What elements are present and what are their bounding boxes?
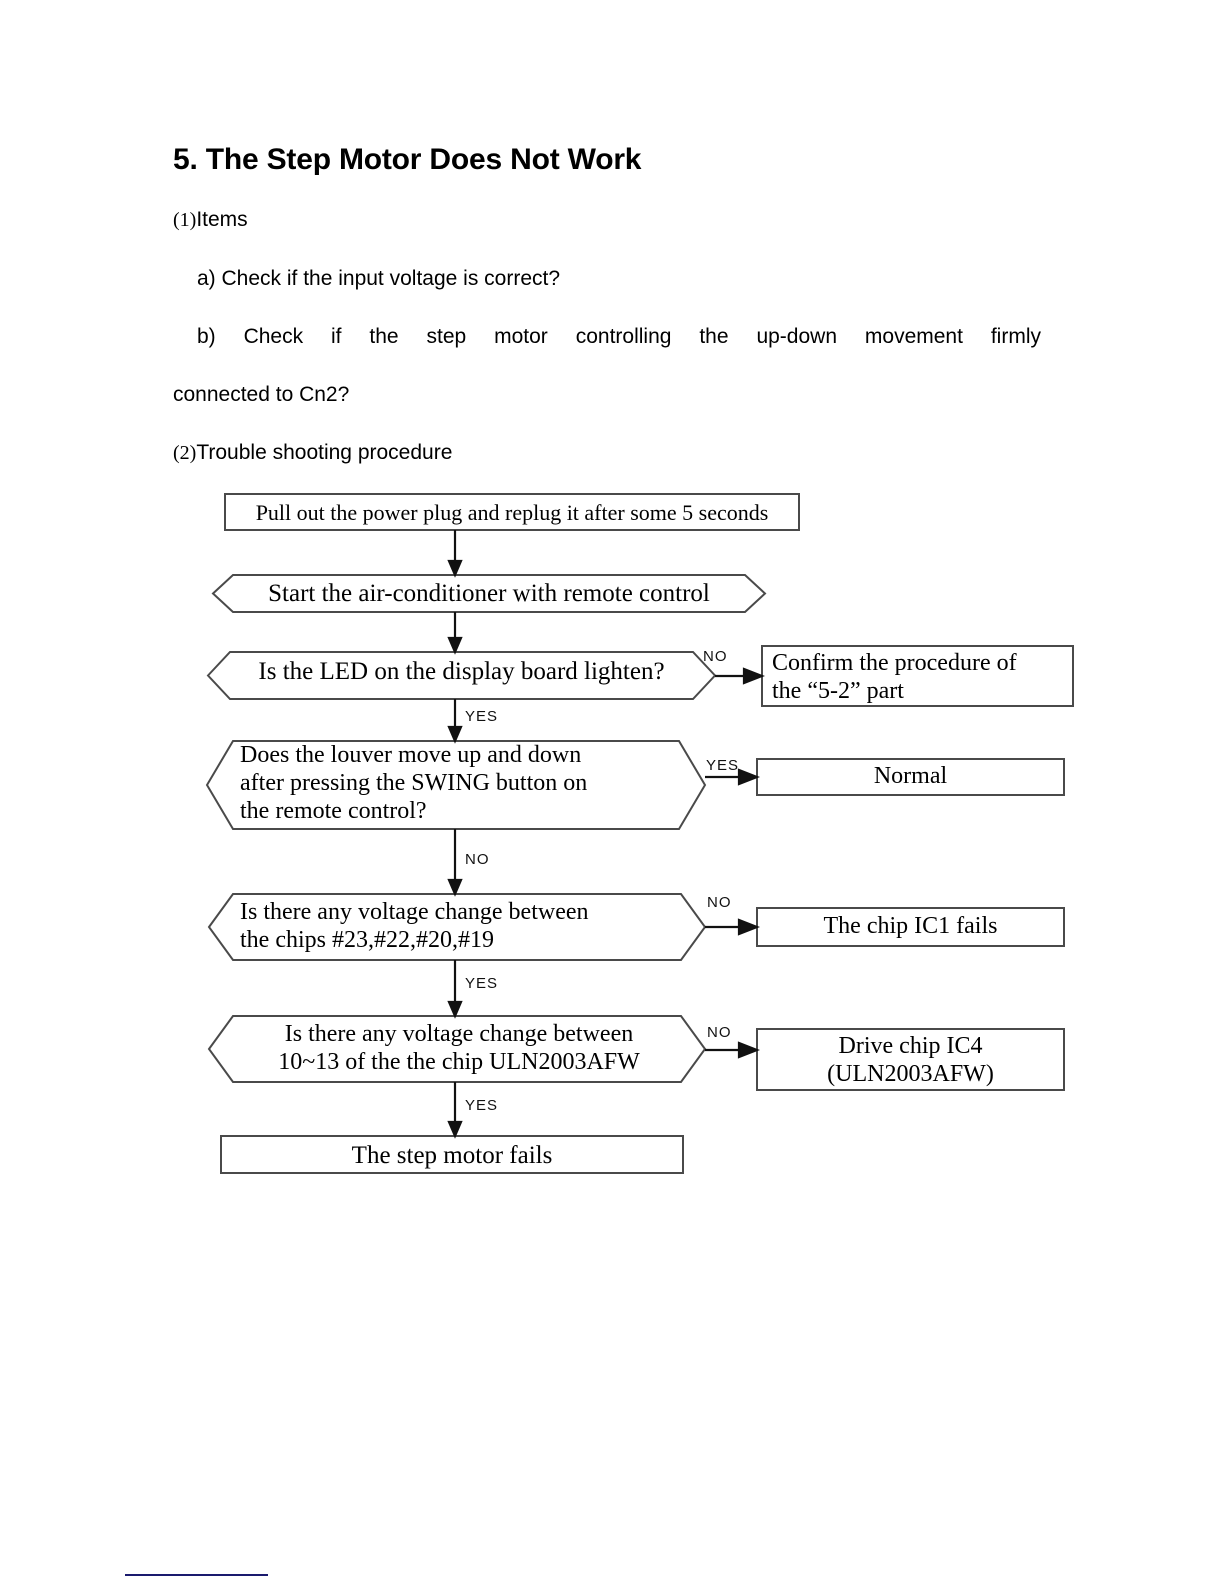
edge-label-uln-no: NO [707, 1024, 732, 1041]
section-procedure: (2)Trouble shooting procedure [173, 441, 452, 465]
node-ic1-fails-label: The chip IC1 fails [823, 913, 998, 939]
arrowhead-2 [447, 636, 463, 655]
node-confirm-5-2-label: Confirm the procedure of the “5-2” part [772, 650, 1017, 704]
arrowhead-5 [737, 768, 761, 786]
section-procedure-label: Trouble shooting procedure [196, 441, 453, 464]
item-b-text-line2: connected to Cn2? [173, 383, 350, 406]
node-start-box-label: Pull out the power plug and replug it af… [255, 500, 769, 525]
section-items-label: Items [196, 208, 248, 231]
node-normal-label: Normal [873, 763, 948, 789]
node-louver-check-label: Does the louver move up and down after p… [240, 742, 588, 824]
arrowhead-7 [737, 918, 761, 936]
section-enum-1: (1) [173, 209, 197, 231]
arrowhead-4 [447, 725, 463, 744]
section-items: (1)Items [173, 208, 248, 232]
arrowhead-8 [447, 1000, 463, 1019]
section-enum-2: (2) [173, 442, 197, 464]
edge-label-chips-no: NO [707, 894, 732, 911]
arrowhead-9 [737, 1041, 761, 1059]
node-voltage-uln-label: Is there any voltage change between 10~1… [278, 1021, 640, 1075]
arrowhead-6 [447, 878, 463, 897]
arrowhead-1 [447, 559, 463, 578]
edge-label-louver-yes: YES [706, 757, 740, 774]
edge-label-chips-yes: YES [465, 975, 499, 992]
edge-label-led-yes: YES [465, 708, 499, 725]
node-motor-fails-label: The step motor fails [351, 1142, 553, 1169]
footnote-separator [125, 1574, 268, 1576]
arrowhead-10 [447, 1120, 463, 1139]
node-voltage-chips-label: Is there any voltage change between the … [240, 899, 589, 953]
edge-label-led-no: NO [703, 648, 728, 665]
node-led-check-label: Is the LED on the display board lighten? [258, 658, 665, 685]
node-start-ac-label: Start the air-conditioner with remote co… [268, 580, 710, 607]
arrowhead-3 [742, 667, 766, 685]
edge-label-uln-yes: YES [465, 1097, 499, 1114]
node-drive-ic4-label: Drive chip IC4 (ULN2003AFW) [827, 1033, 994, 1087]
page-title: 5. The Step Motor Does Not Work [173, 143, 642, 176]
edge-label-louver-no: NO [465, 851, 490, 868]
item-b-text-line1: b) Check if the step motor controlling t… [197, 325, 1041, 348]
item-a-text: a) Check if the input voltage is correct… [197, 267, 561, 290]
